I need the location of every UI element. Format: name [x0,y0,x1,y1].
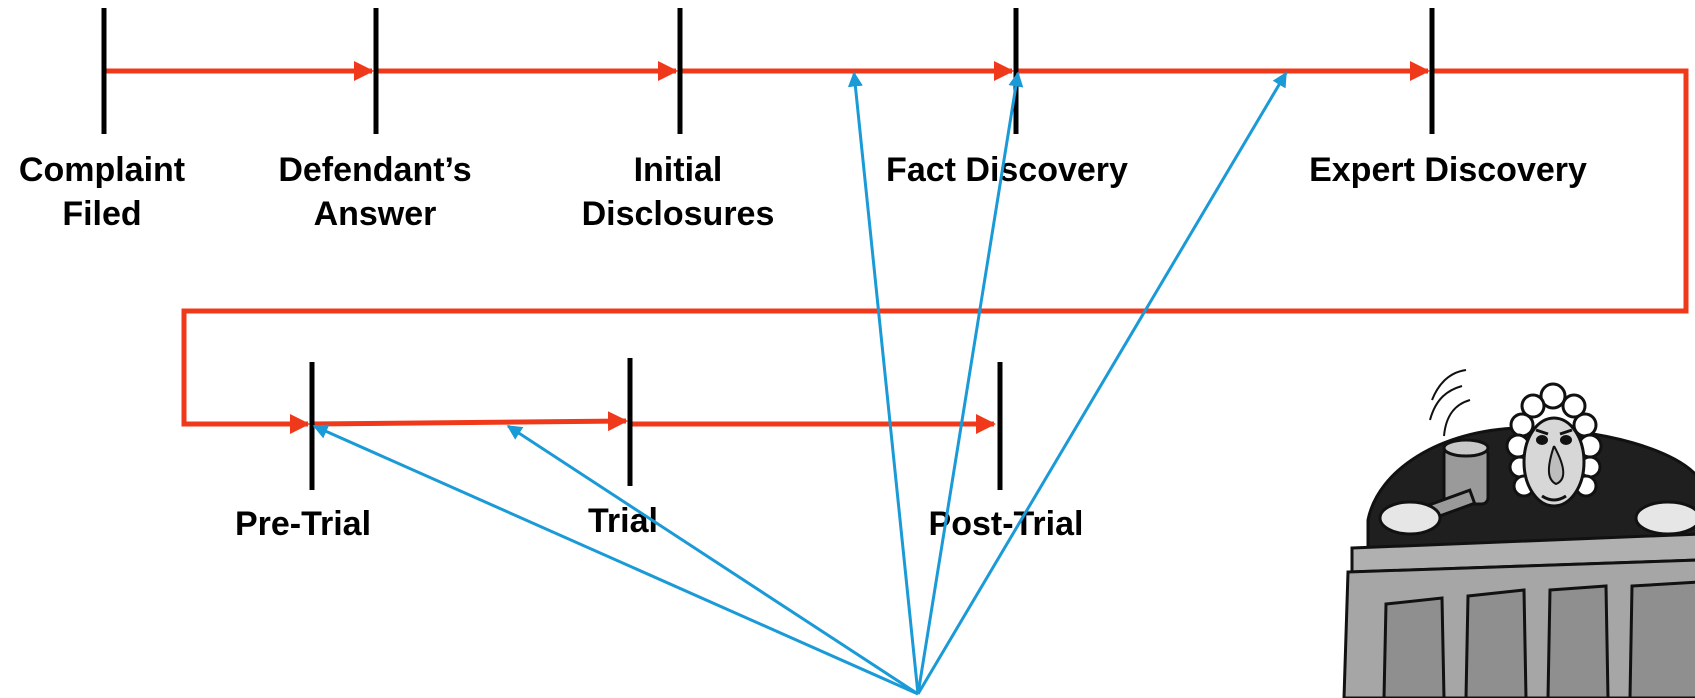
stage-label-fact: Fact Discovery [886,151,1128,189]
pointer-arrow [916,71,1024,695]
stage-label-expert: Expert Discovery [1309,151,1587,189]
timeline-row-2 [311,411,996,434]
stage-label-answer-2: Answer [314,195,437,233]
stage-label-answer: Defendant’s [278,151,471,189]
timeline-connector [181,68,1689,434]
judge-illustration [1342,369,1695,698]
stage-label-pretrial: Pre-Trial [235,505,371,543]
stage-ticks [101,8,1435,490]
stage-label-trial: Trial [588,502,658,540]
stage-label-disclosures-2: Disclosures [582,195,775,233]
pointer-arrows [312,71,1288,696]
pointer-arrow [847,71,920,695]
judge-hand-right [1634,500,1695,536]
stage-label-posttrial: Post-Trial [929,505,1084,543]
stage-label-disclosures: Initial [634,151,723,189]
pointer-arrow [312,424,919,696]
stage-label-complaint-2: Filed [62,195,141,233]
pointer-arrow [506,424,919,696]
stage-label-complaint: Complaint [19,151,185,189]
timeline-segment [311,411,628,432]
stage-labels: Complaint Filed Defendant’s Answer Initi… [19,151,1587,543]
pointer-arrow [916,71,1288,695]
judge-hand-left [1378,500,1442,536]
